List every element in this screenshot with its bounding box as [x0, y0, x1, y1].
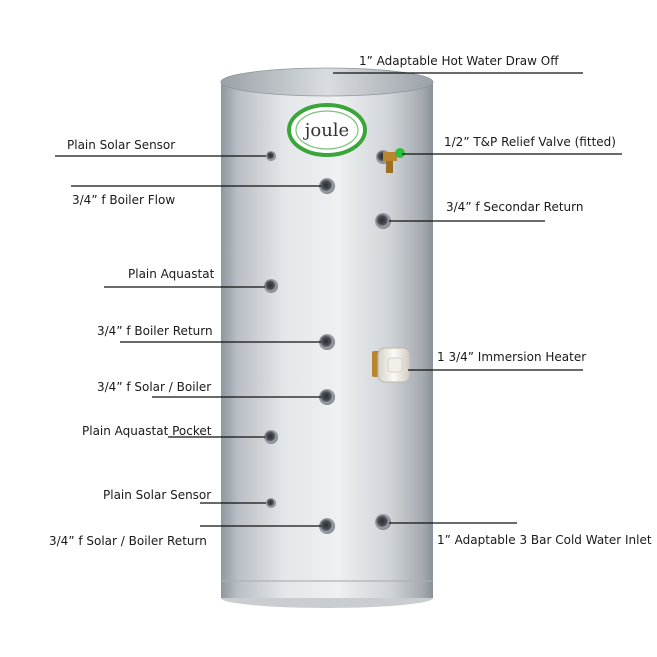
port-solar-sensor-top — [266, 151, 276, 161]
label-boiler-flow: 3/4” f Boiler Flow — [72, 193, 176, 207]
label-solar-boiler: 3/4” f Solar / Boiler — [97, 380, 212, 394]
port-secondary-return — [375, 213, 391, 229]
port-solar-sensor-bottom — [266, 498, 276, 508]
port-boiler-return — [319, 334, 335, 350]
label-aquastat: Plain Aquastat — [128, 267, 215, 281]
immersion-heater — [372, 347, 411, 383]
label-aquastat-pocket: Plain Aquastat Pocket — [82, 424, 212, 438]
tp-relief-valve — [376, 148, 405, 173]
label-solar-boiler-return: 3/4” f Solar / Boiler Return — [49, 534, 207, 548]
label-hot-draw-off: 1” Adaptable Hot Water Draw Off — [359, 54, 559, 68]
port-solar-boiler — [319, 389, 335, 405]
label-cold-inlet: 1” Adaptable 3 Bar Cold Water Inlet — [437, 533, 652, 547]
port-solar-boiler-return — [319, 518, 335, 534]
brand-logo-text: joule — [303, 120, 349, 141]
label-tp-relief: 1/2” T&P Relief Valve (fitted) — [444, 135, 616, 149]
label-solar-sensor-bottom: Plain Solar Sensor — [103, 488, 212, 502]
label-solar-sensor-top: Plain Solar Sensor — [67, 138, 176, 152]
label-secondary-return: 3/4” f Secondar Return — [446, 200, 584, 214]
joule-logo: joule — [287, 103, 367, 157]
port-aquastat-pocket — [264, 430, 278, 444]
port-boiler-flow — [319, 178, 335, 194]
label-immersion-heater: 1 3/4” Immersion Heater — [437, 350, 587, 364]
port-cold-inlet — [375, 514, 391, 530]
port-aquastat — [264, 279, 278, 293]
label-boiler-return: 3/4” f Boiler Return — [97, 324, 213, 338]
